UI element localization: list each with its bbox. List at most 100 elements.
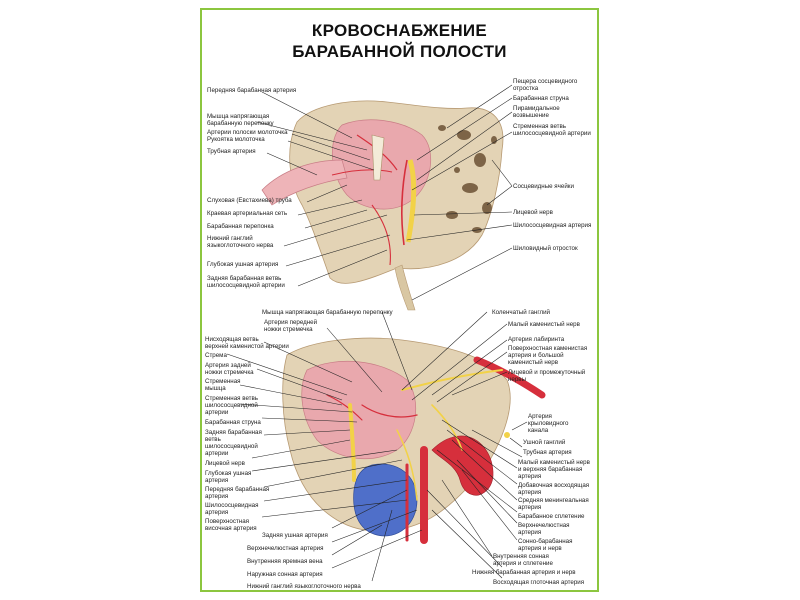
label-tensor-tympani-muscle: Мышца напрягающая барабанную перепонку (262, 309, 394, 316)
figure-1-labels: Передняя барабанная артерия Мышца напряг… (207, 78, 591, 289)
label-deep-auricular-artery: Глубокая ушная артерия (207, 261, 278, 268)
label-styloid-process: Шиловидный отросток (513, 245, 578, 252)
label-anterior-tympanic-artery: Передняя барабанная артерия (207, 87, 296, 94)
label-anterior-tympanic-b: артерия (205, 493, 228, 500)
label-posterior-tympanic-d: артерии (205, 450, 229, 457)
label-caroticotympanic-b: артерия и нерв (518, 545, 562, 552)
label-manubrium-mallei: Рукоятка молоточка (207, 136, 265, 143)
label-lesser-petrosal-superior-tympanic-a: Малый каменистый нерв (518, 459, 591, 466)
title-line-1: КРОВОСНАБЖЕНИЕ (311, 21, 488, 40)
label-tympanic-plexus: Барабанное сплетение (518, 513, 585, 520)
label-inferior-ganglion-1: Нижний ганглий (207, 235, 253, 242)
figure-2-arteries (326, 356, 546, 544)
label-posterior-crus-artery-1: Артерия задней (205, 362, 251, 369)
label-anterior-crus-artery-2: ножки стремечка (264, 326, 313, 333)
label-inferior-tympanic: Нижняя барабанная артерия и нерв (472, 569, 576, 576)
label-internal-carotid-b: артерия и сплетение (493, 560, 553, 567)
label-stapedial-branch-1: Стременная ветвь (513, 123, 566, 130)
label-chorda-tympani: Барабанная струна (513, 95, 569, 102)
label-superficial-temporal-b: височная артерия (205, 525, 257, 532)
label-tubal-artery-2: Трубная артерия (523, 449, 572, 456)
figure-2-artwork (282, 337, 546, 544)
label-pyramidal-eminence-2: возвышение (513, 112, 549, 119)
mastoid-cells (438, 125, 497, 233)
eustachian-tube (261, 159, 348, 206)
label-internal-jugular-vein: Внутренняя яремная вена (247, 558, 323, 565)
label-accessory-ascending-a: Добавочная восходящая (518, 482, 589, 489)
leader-lines (226, 84, 528, 582)
label-tubal-artery: Трубная артерия (207, 148, 256, 155)
label-pyramidal-eminence-1: Пирамидальное (513, 105, 560, 112)
label-posterior-tympanic-b: ветвь (205, 436, 221, 443)
title-line-2: БАРАБАННОЙ ПОЛОСТИ (292, 42, 507, 61)
label-tensor-tympani-2: барабанную перепонку (207, 120, 275, 127)
label-tympanic-membrane: Барабанная перепонка (207, 223, 274, 230)
label-geniculate-ganglion: Коленчатый ганглий (492, 309, 551, 316)
label-stapedius-muscle-2: мышца (205, 385, 226, 392)
label-maxillary-artery-2b: артерия (518, 529, 541, 536)
label-middle-meningeal-b: артерия (518, 504, 541, 511)
label-facial-nerve-2: Лицевой нерв (205, 460, 246, 467)
label-superficial-petrosal-c: каменистый нерв (508, 359, 559, 366)
styloid-process (394, 264, 416, 311)
label-lesser-petrosal-nerve: Малый каменистый нерв (508, 321, 581, 328)
label-caroticotympanic-a: Сонно-барабанная (518, 538, 572, 545)
anatomy-illustration: Передняя барабанная артерия Мышца напряг… (205, 78, 591, 590)
label-stylomastoid-b: артерия (205, 509, 228, 516)
label-superficial-petrosal-a: Поверхностная каменистая (508, 345, 587, 352)
facial-nerve (405, 159, 417, 243)
label-posterior-crus-artery-2: ножки стремечка (205, 369, 254, 376)
label-mastoid-cells: Сосцевидные ячейки (513, 183, 574, 190)
label-posterior-auricular: Задняя ушная артерия (262, 532, 328, 539)
label-eustachian-tube: Слуховая (Евстахиева) труба (207, 197, 292, 204)
label-stylomastoid-a: Шилососцевидная (205, 502, 258, 509)
label-marginal-arterial-network: Краевая артериальная сеть (207, 210, 287, 217)
figure-2-labels: Мышца напрягающая барабанную перепонку А… (205, 309, 591, 590)
otic-ganglion (504, 432, 510, 438)
label-middle-meningeal-a: Средняя менингеальная (518, 497, 589, 504)
label-mastoid-antrum-1: Пещера сосцевидного (513, 78, 578, 85)
label-facial-nerve: Лицевой нерв (513, 209, 554, 216)
label-external-carotid: Наружная сонная артерия (247, 571, 323, 578)
label-stapedial-branch-b: шилососцевидной (205, 402, 258, 409)
label-tensor-tympani-1: Мышца напрягающая (207, 113, 269, 120)
label-stylomastoid-artery: Шилососцевидная артерия (513, 222, 591, 229)
label-accessory-ascending-b: артерия (518, 489, 541, 496)
label-stapedial-branch-a: Стременная ветвь (205, 395, 258, 402)
label-pterygoid-canal-a: Артерия (528, 413, 552, 420)
label-anterior-tympanic-a: Передняя барабанная (205, 486, 269, 493)
label-ascending-pharyngeal: Восходящая глоточная артерия (493, 579, 584, 586)
label-maxillary-artery-2a: Верхнечелюстная (518, 522, 570, 529)
malleus (371, 134, 385, 181)
middle-ear-mucosa (301, 360, 417, 460)
anatomy-poster: КРОВОСНАБЖЕНИЕ БАРАБАННОЙ ПОЛОСТИ (200, 8, 599, 592)
label-pterygoid-canal-c: канала (528, 427, 549, 434)
label-descending-branch-1: Нисходящая ветвь (205, 336, 259, 343)
label-mastoid-antrum-2: отростка (513, 85, 539, 92)
label-inferior-glossopharyngeal-ganglion: Нижний ганглий языкоглоточного нерва (247, 583, 361, 590)
label-internal-carotid-a: Внутренняя сонная (493, 553, 549, 560)
label-maxillary-artery: Верхнечелюстная артерия (247, 545, 323, 552)
label-labyrinthine-artery: Артерия лабиринта (508, 336, 565, 343)
label-lesser-petrosal-superior-tympanic-b: и верхняя барабанная (518, 466, 582, 473)
label-posterior-tympanic-1: Задняя барабанная ветвь (207, 275, 281, 282)
label-deep-auricular-b: артерия (205, 477, 228, 484)
label-inferior-ganglion-2: языкоглоточного нерва (207, 242, 274, 249)
poster-title: КРОВОСНАБЖЕНИЕ БАРАБАННОЙ ПОЛОСТИ (202, 20, 597, 62)
label-anterior-crus-artery-1: Артерия передней (264, 319, 318, 326)
label-superficial-temporal-a: Поверхностная (205, 518, 249, 525)
label-stapedius-muscle-1: Стременная (205, 378, 241, 385)
label-posterior-tympanic-c: шилососцевидной (205, 443, 258, 450)
label-lesser-petrosal-superior-tympanic-c: артерия (518, 473, 541, 480)
label-superficial-petrosal-b: артерия и большой (508, 352, 564, 359)
label-malleolar-stria-arteries: Артерии полоски молоточка (207, 129, 288, 136)
label-facial-intermediate-b: нервы (508, 376, 527, 383)
internal-jugular-vein (353, 463, 418, 537)
label-descending-branch-2: верхней каменистой артерии (205, 343, 289, 350)
label-chorda-tympani-2: Барабанная струна (205, 419, 261, 426)
label-pterygoid-canal-b: крыловидного (528, 420, 569, 427)
label-stapedial-branch-2: шилососцевидной артерии (513, 130, 591, 137)
label-stapedial-branch-c: артерии (205, 409, 229, 416)
label-deep-auricular-a: Глубокая ушная (205, 470, 251, 477)
label-posterior-tympanic-a: Задняя барабанная (205, 429, 262, 436)
